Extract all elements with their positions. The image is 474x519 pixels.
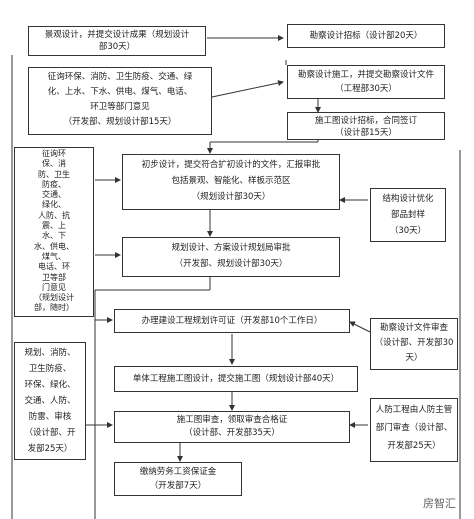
box-preliminary-design: 初步设计，提交符合扩初设计的文件，汇报审批 包括景观、智能化、样板示范区 （规划… (122, 154, 340, 210)
box-drawing-review: 施工图审查，领取审查合格证 （设计部、开发部35天） (114, 411, 350, 443)
box-construction-drawing-tender: 施工图设计招标，合同签订 （设计部15天） (287, 112, 445, 140)
watermark-text: 房智汇 (423, 497, 456, 510)
box-survey-design-tender: 勘察设计招标（设计部20天） (287, 24, 445, 48)
box-departments-review: 规划、消防、 卫生防疫、 环保、绿化、 交通、人防、 防雷、审核 （设计部、开 … (14, 342, 86, 460)
arrow-b3-b4 (211, 80, 284, 98)
box-consult-departments-1: 征询环保、消防、卫生防疫、交通、绿 化、上水、下水、供电、煤气、电话、 环卫等部… (28, 67, 212, 135)
arrow-b11-b10 (349, 321, 371, 333)
box-planning-permit: 办理建设工程规划许可证（开发部10个工作日） (114, 309, 350, 333)
box-survey-doc-review: 勘察设计文件审查 （设计部、开发部30 天） (370, 318, 458, 370)
box-landscape-design: 景观设计，并提交设计成果（规划设计 部30天） (28, 26, 206, 56)
box-civil-defense-review: 人防工程由人防主管 部门审查（设计部、 开发部25天） (370, 398, 458, 462)
box-labor-wage-deposit: 缴纳劳务工资保证金 （开发部7天） (114, 462, 242, 496)
box-construction-drawing-design: 单体工程施工图设计，提交施工图（规划设计部40天） (114, 366, 358, 392)
box-consult-departments-2: 征询环 保、消 防、卫生 防疫、 交通、 绿化、 人防、抗 震、上 水、下 水、… (14, 147, 94, 317)
box-planning-approval: 规划设计、方案设计规划局审批 （开发部、规划设计部30天） (122, 237, 340, 277)
box-survey-design-construction: 勘察设计施工，并提交勘察设计文件 （工程部30天） (287, 65, 445, 99)
box-structure-optimization: 结构设计优化 部品封样 （30天） (370, 188, 446, 242)
